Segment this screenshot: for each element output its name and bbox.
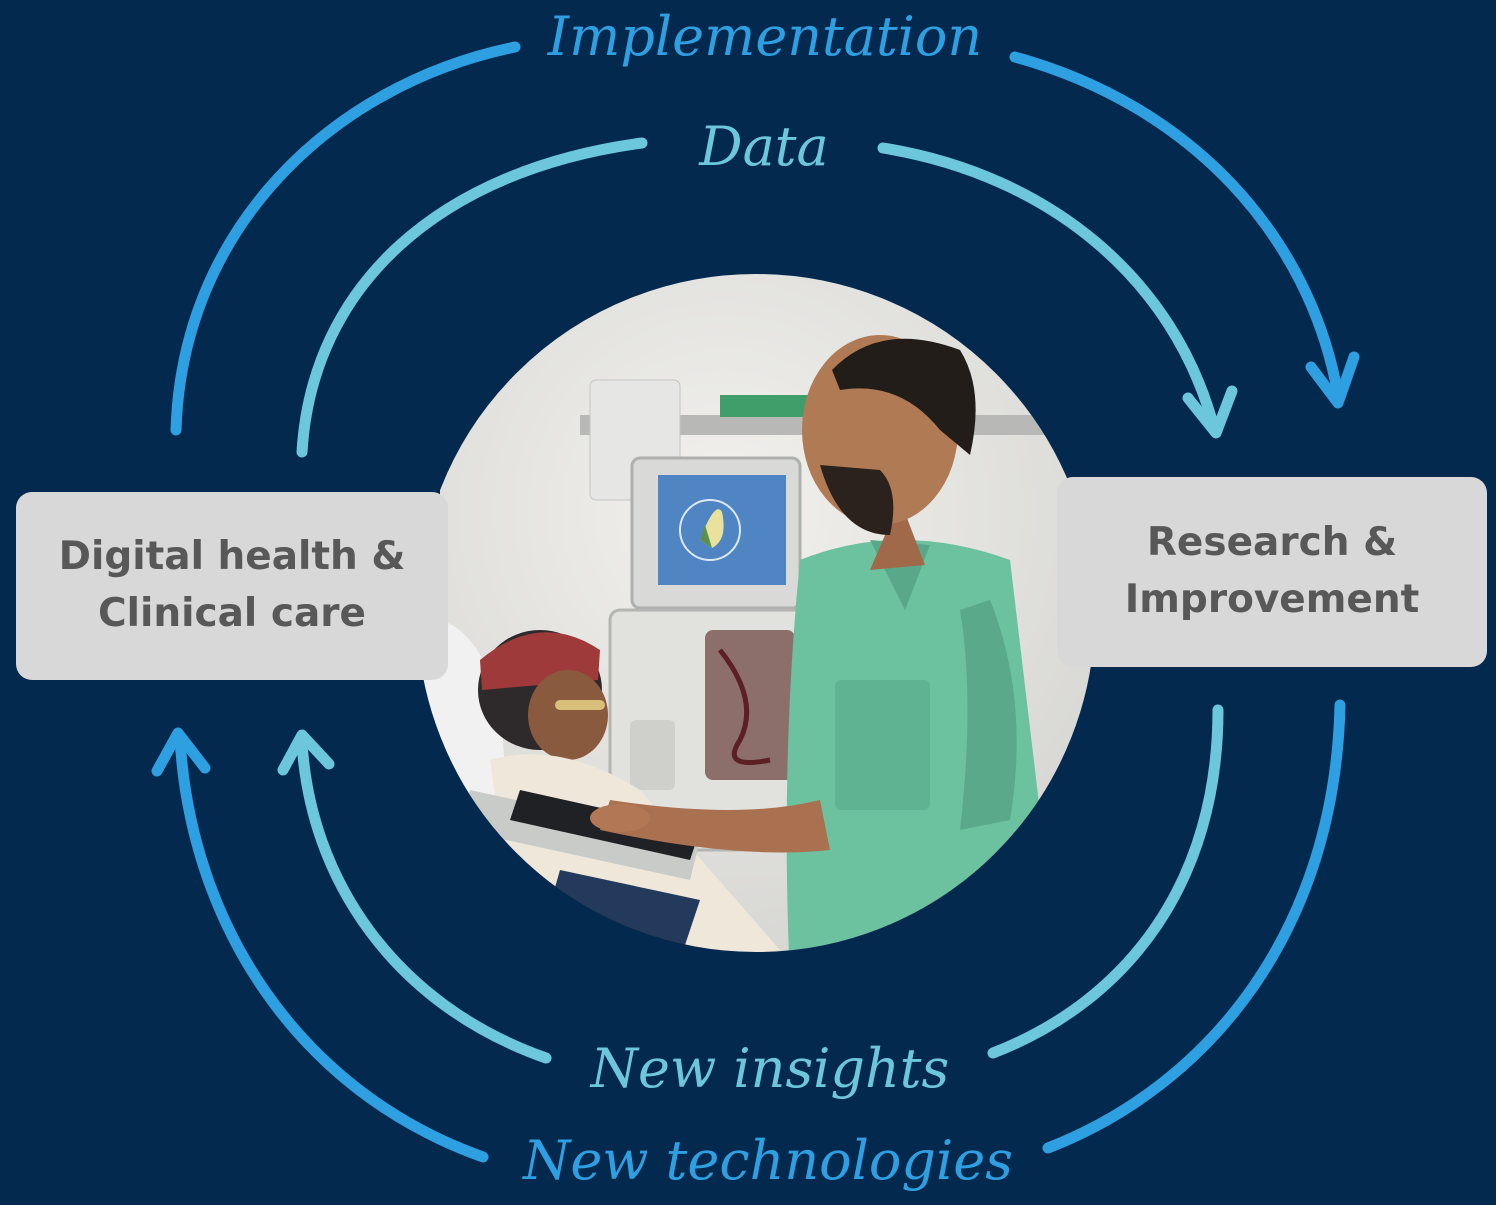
label-new-technologies: New technologies bbox=[523, 1129, 1013, 1192]
inner-arc-top-right bbox=[877, 142, 1220, 434]
inner-arc-top-left bbox=[296, 137, 648, 458]
clinician-photo bbox=[416, 273, 1096, 953]
node-left-line1: Digital health & bbox=[58, 534, 406, 580]
outer-arc-bottom-left bbox=[174, 732, 489, 1163]
outer-arc-bottom-right bbox=[1042, 699, 1346, 1154]
label-new-insights: New insights bbox=[590, 1037, 950, 1100]
inner-arrowhead-top-right bbox=[1182, 385, 1238, 439]
node-research-improvement: Research & Improvement bbox=[1057, 477, 1487, 667]
inner-arc-bottom-right bbox=[987, 704, 1224, 1059]
inner-arrowhead-bottom-left bbox=[277, 729, 335, 776]
label-implementation: Implementation bbox=[547, 5, 983, 68]
outer-arc-top-right bbox=[1009, 51, 1344, 401]
node-right-line1: Research & bbox=[1146, 520, 1398, 566]
node-digital-health-clinical-care: Digital health & Clinical care bbox=[16, 492, 448, 680]
outer-arc-top-left bbox=[170, 41, 521, 436]
label-data: Data bbox=[699, 115, 829, 178]
outer-arrowhead-bottom-left bbox=[151, 727, 211, 777]
node-right-line2: Improvement bbox=[1124, 577, 1420, 622]
outer-arrowhead-top-right bbox=[1305, 351, 1360, 409]
node-left-line2: Clinical care bbox=[98, 591, 366, 636]
inner-arc-bottom-left bbox=[296, 736, 552, 1064]
